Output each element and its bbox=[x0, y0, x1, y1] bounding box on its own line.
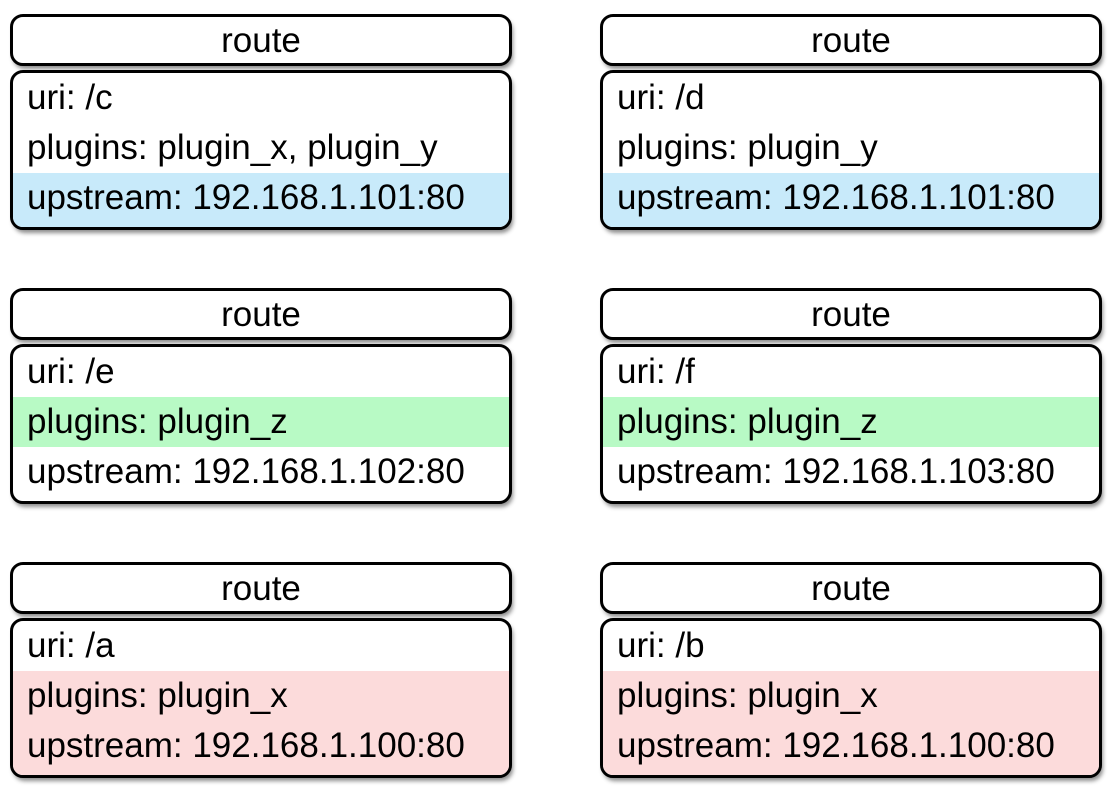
route-card-e: route uri: /e plugins: plugin_z upstream… bbox=[10, 288, 512, 504]
route-card-d: route uri: /d plugins: plugin_y upstream… bbox=[600, 14, 1102, 230]
route-card-b: route uri: /b plugins: plugin_x upstream… bbox=[600, 562, 1102, 778]
route-card-header: route bbox=[10, 14, 512, 66]
route-line-uri: uri: /c bbox=[27, 78, 113, 117]
route-card-f: route uri: /f plugins: plugin_z upstream… bbox=[600, 288, 1102, 504]
route-card-header: route bbox=[10, 288, 512, 340]
route-card-body: uri: /b plugins: plugin_x upstream: 192.… bbox=[600, 618, 1102, 778]
route-line-upstream: upstream: 192.168.1.102:80 bbox=[27, 452, 465, 491]
route-card-header: route bbox=[600, 288, 1102, 340]
route-card-body: uri: /a plugins: plugin_x upstream: 192.… bbox=[10, 618, 512, 778]
route-line-uri: uri: /d bbox=[617, 78, 705, 117]
route-card-title: route bbox=[221, 20, 301, 60]
route-card-title: route bbox=[221, 568, 301, 608]
route-line-uri: uri: /b bbox=[617, 626, 705, 665]
route-line-upstream: upstream: 192.168.1.100:80 bbox=[603, 721, 1099, 775]
route-card-title: route bbox=[811, 20, 891, 60]
route-line-uri: uri: /f bbox=[617, 352, 695, 391]
routes-grid: route uri: /c plugins: plugin_x, plugin_… bbox=[10, 14, 1102, 778]
route-line-plugins: plugins: plugin_z bbox=[603, 397, 1099, 447]
route-line-upstream: upstream: 192.168.1.101:80 bbox=[603, 173, 1099, 227]
route-line-plugins: plugins: plugin_x bbox=[13, 671, 509, 721]
route-card-body: uri: /f plugins: plugin_z upstream: 192.… bbox=[600, 344, 1102, 504]
route-line-plugins: plugins: plugin_x bbox=[603, 671, 1099, 721]
route-line-uri: uri: /a bbox=[27, 626, 115, 665]
route-card-header: route bbox=[10, 562, 512, 614]
route-line-plugins: plugins: plugin_z bbox=[13, 397, 509, 447]
route-card-header: route bbox=[600, 14, 1102, 66]
route-card-body: uri: /d plugins: plugin_y upstream: 192.… bbox=[600, 70, 1102, 230]
route-card-body: uri: /e plugins: plugin_z upstream: 192.… bbox=[10, 344, 512, 504]
route-line-uri: uri: /e bbox=[27, 352, 115, 391]
route-line-plugins: plugins: plugin_y bbox=[617, 128, 878, 167]
route-card-title: route bbox=[811, 294, 891, 334]
route-card-c: route uri: /c plugins: plugin_x, plugin_… bbox=[10, 14, 512, 230]
route-line-upstream: upstream: 192.168.1.100:80 bbox=[13, 721, 509, 775]
route-card-body: uri: /c plugins: plugin_x, plugin_y upst… bbox=[10, 70, 512, 230]
route-card-title: route bbox=[811, 568, 891, 608]
route-card-a: route uri: /a plugins: plugin_x upstream… bbox=[10, 562, 512, 778]
route-line-plugins: plugins: plugin_x, plugin_y bbox=[27, 128, 438, 167]
route-card-title: route bbox=[221, 294, 301, 334]
route-card-header: route bbox=[600, 562, 1102, 614]
route-line-upstream: upstream: 192.168.1.103:80 bbox=[617, 452, 1055, 491]
route-line-upstream: upstream: 192.168.1.101:80 bbox=[13, 173, 509, 227]
